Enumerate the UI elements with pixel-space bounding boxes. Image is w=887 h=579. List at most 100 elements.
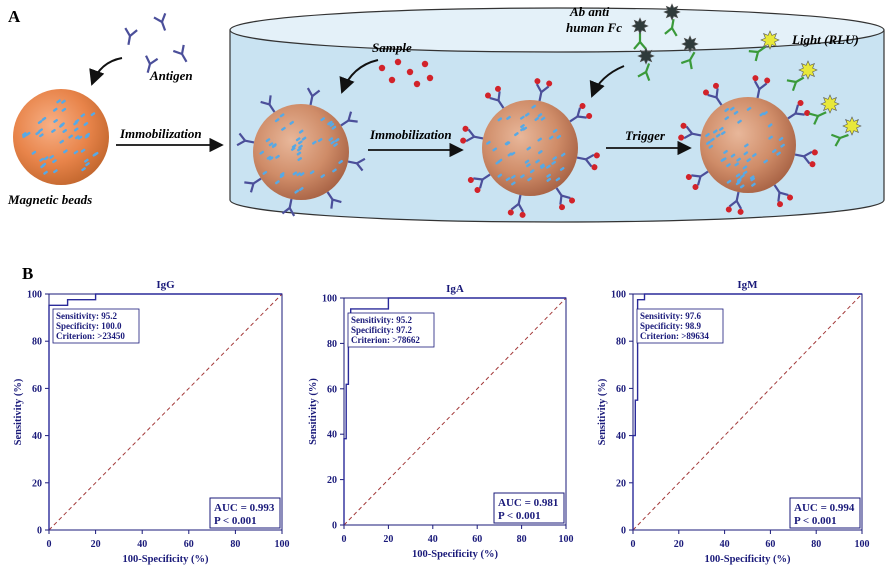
antibody-icon: [794, 149, 818, 168]
bead-dot: [81, 167, 86, 172]
bead-dot: [51, 128, 56, 133]
bead-dot: [41, 116, 47, 121]
antibody-icon: [664, 18, 678, 37]
bead-dot: [559, 166, 565, 171]
antibody-icon: [680, 51, 696, 70]
bead-dot: [724, 116, 730, 121]
bead-dot: [299, 172, 305, 177]
auc-box: [789, 497, 861, 529]
label-star-icon: [842, 116, 862, 136]
bead-dot: [510, 181, 516, 186]
auc-value: AUC = 0.994: [794, 502, 855, 514]
bead-dot: [524, 159, 530, 164]
bead-dot: [61, 107, 67, 112]
bound-sample-dot: [764, 77, 771, 84]
stat-line: Specificity: 100.0: [56, 321, 122, 331]
roc-curve: [48, 293, 282, 530]
x-axis-label: 100-Specificity (%): [412, 549, 499, 560]
bead-dot: [333, 142, 338, 147]
y-tick-label: 60: [616, 384, 626, 395]
detection-antibody-icons: [631, 3, 862, 147]
bead-dot: [289, 120, 295, 125]
bead-dot: [520, 174, 525, 179]
bead-dot: [742, 170, 748, 175]
x-tick-label: 80: [811, 539, 821, 550]
label-star-icon: [631, 17, 649, 35]
chart-title: IgA: [446, 283, 464, 295]
antibody-icon: [534, 78, 553, 102]
p-value: P < 0.001: [794, 515, 837, 527]
label-star-icon: [760, 30, 780, 50]
plot-frame: [632, 293, 863, 531]
bead-dot: [527, 177, 532, 182]
y-axis-label: Sensitivity (%): [597, 378, 608, 445]
antibody-icon: [787, 99, 811, 120]
bead-dot: [74, 119, 80, 124]
y-tick-label: 40: [616, 431, 626, 442]
bead-dot: [43, 170, 48, 175]
x-tick-label: 80: [230, 539, 240, 550]
stat-line: Sensitivity: 95.2: [56, 311, 118, 321]
bound-sample-dot: [680, 122, 687, 129]
y-tick-label: 20: [327, 475, 337, 486]
bead-dot: [39, 133, 44, 138]
antibody-icon: [507, 194, 526, 218]
bound-sample-dot: [507, 209, 514, 216]
x-tick-label: 40: [720, 539, 730, 550]
auc-box: [209, 497, 281, 529]
y-tick-label: 40: [32, 431, 42, 442]
antibody-icon: [748, 45, 767, 62]
reference-diagonal: [48, 293, 283, 531]
bead-dot: [510, 151, 516, 156]
bead-dot: [338, 159, 343, 164]
bead-dot: [495, 160, 501, 165]
antibody-icon: [702, 82, 723, 106]
bead-dot: [486, 140, 491, 145]
bead-dot: [750, 177, 756, 182]
bead-dot: [279, 172, 285, 177]
bead-dot: [705, 140, 711, 145]
bead-dot: [520, 127, 525, 132]
bead-dot: [526, 146, 532, 151]
curved-arrow-icon: [589, 65, 625, 98]
bead-dot: [63, 149, 68, 154]
bead-dot: [328, 137, 334, 142]
bead-dot: [37, 120, 43, 125]
bead-dot: [291, 144, 297, 149]
bead-dot: [317, 138, 323, 143]
bead-dot: [21, 132, 27, 137]
auc-value: AUC = 0.981: [498, 497, 558, 509]
label-sample: Sample: [372, 40, 412, 55]
antibody-icon: [306, 87, 321, 106]
bead-dot: [733, 110, 739, 115]
y-tick-label: 100: [611, 290, 626, 301]
bound-sample-dot: [586, 112, 593, 119]
bead-dot: [546, 173, 551, 178]
bead-dot: [746, 158, 752, 163]
bound-sample-dot: [484, 92, 491, 99]
antibody-icon: [467, 173, 491, 194]
bead-dot: [534, 116, 540, 122]
antibody-icon: [244, 177, 262, 193]
bead-dot: [90, 112, 96, 117]
bead-dot: [296, 172, 302, 177]
bead-dot: [334, 138, 340, 143]
bead-dot: [52, 107, 58, 112]
bead-dot: [59, 123, 64, 128]
bound-sample-dot: [546, 80, 553, 87]
bead-dot: [759, 112, 765, 117]
bead-dot: [61, 99, 66, 104]
stat-line: Specificity: 98.9: [640, 321, 701, 331]
stat-line: Sensitivity: 95.2: [351, 315, 413, 325]
chart-title: IgG: [156, 279, 175, 291]
bound-sample-dot: [809, 161, 816, 168]
bead-dot: [548, 135, 554, 140]
bead-dot: [529, 169, 535, 174]
bound-sample-dot: [725, 206, 732, 213]
bound-sample-dot: [593, 152, 600, 159]
bound-sample-dot: [559, 204, 566, 211]
bead-dot: [35, 131, 41, 136]
bead-dot: [746, 106, 752, 111]
bead-dot: [262, 170, 268, 175]
bead-dot: [266, 155, 272, 160]
